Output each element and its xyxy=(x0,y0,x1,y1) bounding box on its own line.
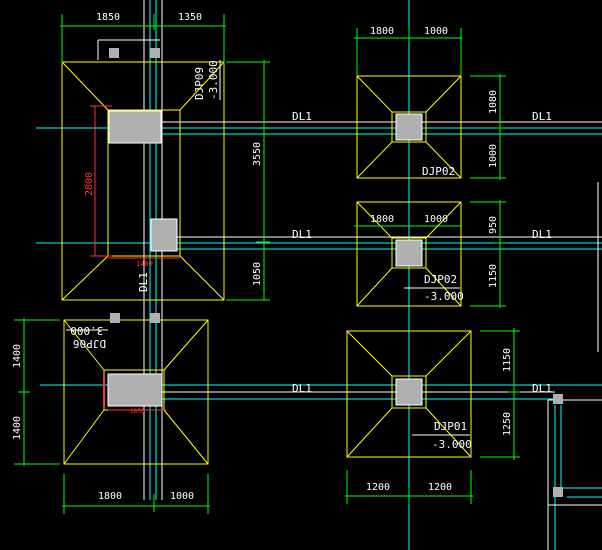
footing-slope-line xyxy=(179,255,225,301)
footing-djp02-top[interactable] xyxy=(356,75,462,179)
footing-elevation: -3.000 xyxy=(424,290,464,303)
footing-name: DJP06 xyxy=(73,337,106,350)
column-stub xyxy=(110,313,120,323)
column-djp09-b xyxy=(150,218,178,252)
footing-outline xyxy=(63,319,209,465)
dimension-text: 1150 xyxy=(488,264,499,288)
footing-djp06[interactable] xyxy=(63,319,209,465)
footing-elevation: -3.000 xyxy=(207,60,220,100)
dimension-text: 1250 xyxy=(502,412,513,436)
dimension-text: 1400 xyxy=(12,416,23,440)
dimension-text: 1850 xyxy=(96,12,120,23)
column-djp09-a xyxy=(108,110,162,144)
footing-name: DJP09 xyxy=(193,67,206,100)
footing-inner xyxy=(391,375,427,409)
dimension-text: 1000 xyxy=(424,214,448,225)
red-dimension xyxy=(90,105,180,259)
dimension-text: 1400 xyxy=(12,344,23,368)
footing-slope-line xyxy=(425,141,462,179)
footing-slope-line xyxy=(346,330,393,377)
dimension-text: 1200 xyxy=(428,482,452,493)
footing-slope-line xyxy=(179,61,225,111)
dimension-text: 1800 xyxy=(98,491,122,502)
footing-slope-line xyxy=(63,409,105,465)
footing-slope-line xyxy=(356,141,393,179)
footing-outline xyxy=(356,75,462,179)
footing-djp01[interactable] xyxy=(346,330,472,458)
beam-label: DL1 xyxy=(292,110,312,123)
dimension-text: 1000 xyxy=(424,26,448,37)
footing-slope-line xyxy=(425,407,472,458)
dimension-text: 1800 xyxy=(370,26,394,37)
footing-name: DJP02 xyxy=(422,165,455,178)
dimension-text: 1000 xyxy=(488,144,499,168)
footing-slope-line xyxy=(356,75,393,113)
footing-slope-line xyxy=(61,255,109,301)
footing-slope-line xyxy=(163,409,209,465)
beam-label: DL1 xyxy=(292,382,312,395)
footing-slope-line xyxy=(356,201,393,239)
column-djp01 xyxy=(395,378,423,406)
column-edge xyxy=(553,487,563,497)
dimension-text: 1000 xyxy=(170,491,194,502)
red-dimension-text: 1400 xyxy=(136,260,153,268)
footing-elevation: -3.000 xyxy=(432,438,472,451)
column-stub-top xyxy=(150,48,160,58)
footing-inner xyxy=(107,109,181,257)
footing-inner xyxy=(391,111,427,143)
footing-slope-line xyxy=(63,319,105,371)
column-djp06 xyxy=(107,373,163,407)
beam-label: DL1 xyxy=(292,228,312,241)
footing-slope-line xyxy=(346,407,393,458)
dimension-text: 1350 xyxy=(178,12,202,23)
red-dimension-text: 1800 xyxy=(130,408,145,415)
beam-edges-white xyxy=(97,0,602,550)
dimension-text: 1050 xyxy=(252,262,263,286)
footing-djp02-mid[interactable] xyxy=(356,201,462,307)
beam-label: DL1 xyxy=(532,382,552,395)
dimension-text: 1080 xyxy=(488,90,499,114)
dimension-lines xyxy=(14,14,520,514)
footing-inner xyxy=(391,237,427,269)
beam-label: DL1 xyxy=(137,272,150,292)
column-edge xyxy=(553,394,563,404)
footing-outline xyxy=(356,201,462,307)
beam-label: DL1 xyxy=(532,110,552,123)
column-stub-top xyxy=(109,48,119,58)
footing-slope-line xyxy=(61,61,109,111)
dimension-text: 3550 xyxy=(252,142,263,166)
footing-djp09[interactable] xyxy=(61,61,225,301)
beam-label: DL1 xyxy=(532,228,552,241)
beam-lines xyxy=(36,0,602,550)
footing-outline xyxy=(346,330,472,458)
footing-name: DJP01 xyxy=(434,420,467,433)
dimension-text: 1150 xyxy=(502,348,513,372)
footing-slope-line xyxy=(163,319,209,371)
dimension-text: 1800 xyxy=(370,214,394,225)
dimension-text: 1200 xyxy=(366,482,390,493)
footing-slope-line xyxy=(425,201,462,239)
column-djp02-top xyxy=(395,113,423,141)
footing-slope-line xyxy=(425,330,472,377)
footing-slope-line xyxy=(425,267,462,307)
footing-name: DJP02 xyxy=(424,273,457,286)
red-dimension-text: 2800 xyxy=(84,172,95,196)
footing-outline xyxy=(61,61,225,301)
column-djp02-mid xyxy=(395,239,423,267)
dimension-text: 950 xyxy=(488,216,499,234)
footing-slope-line xyxy=(425,75,462,113)
footing-slope-line xyxy=(356,267,393,307)
column-stub xyxy=(150,313,160,323)
